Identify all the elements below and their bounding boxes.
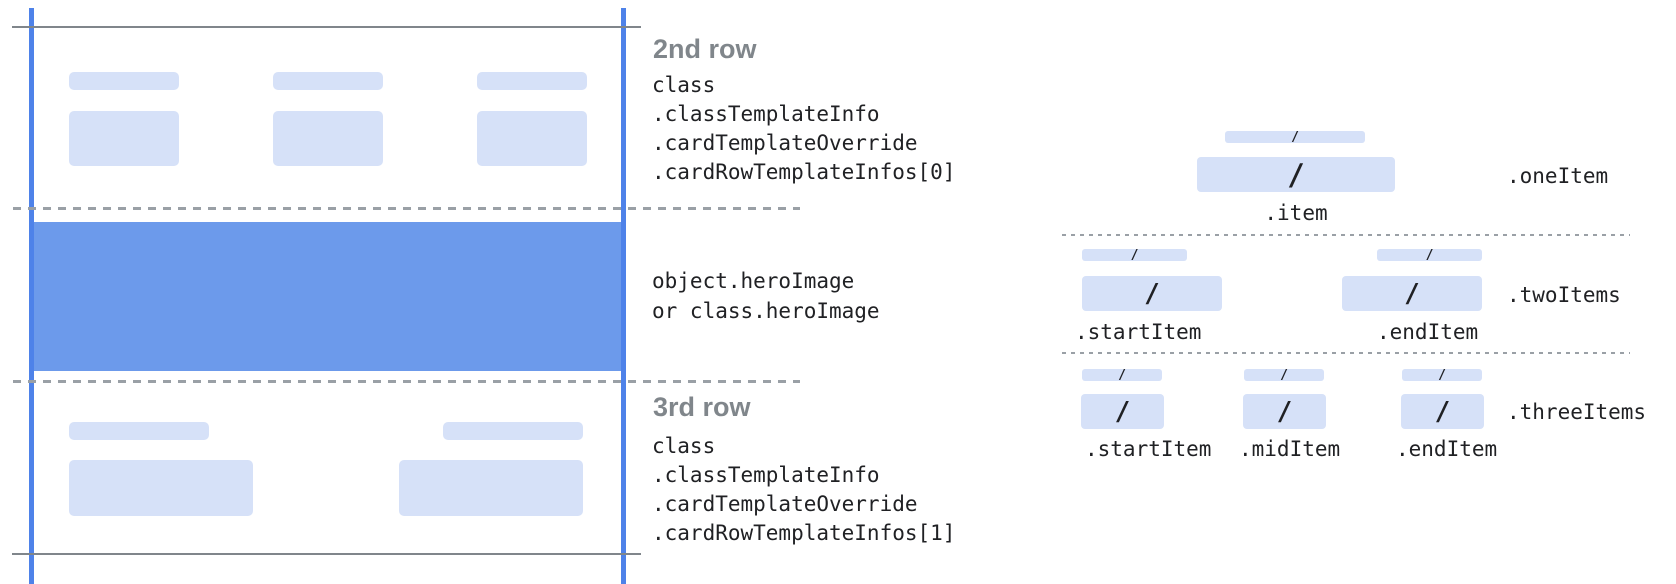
one-item-field-label: .item	[1264, 201, 1328, 225]
slash-glyph: /	[1118, 367, 1126, 383]
row2-col2-value-placeholder	[273, 111, 383, 166]
row3-col2-value-placeholder	[399, 460, 583, 516]
slash-glyph: /	[1425, 247, 1434, 263]
two-items-end-label-bar: /	[1377, 247, 1482, 263]
three-items-start-field-label: .startItem	[1085, 437, 1212, 461]
row2-col1-label-placeholder	[69, 72, 179, 90]
row2-col3-value-placeholder	[477, 111, 587, 166]
row3-col1-label-placeholder	[69, 422, 209, 440]
card-bottom-line	[12, 553, 641, 555]
hero-bottom-dashed-line	[13, 380, 800, 383]
row2-code-block: class .classTemplateInfo .cardTemplateOv…	[652, 71, 955, 187]
hero-code-block: object.heroImage or class.heroImage	[652, 266, 880, 326]
two-items-end-value-bar: /	[1342, 276, 1482, 311]
two-items-start-field-label: .startItem	[1075, 320, 1202, 344]
slash-glyph: /	[1404, 278, 1420, 309]
three-items-start-label-bar: /	[1082, 367, 1162, 383]
slash-glyph: /	[1114, 396, 1131, 427]
three-items-end-field-label: .endItem	[1396, 437, 1498, 461]
row3-code-line: .classTemplateInfo	[652, 463, 880, 487]
hero-code-line: object.heroImage	[652, 269, 855, 293]
row2-code-line: .cardTemplateOverride	[652, 131, 918, 155]
slash-glyph: /	[1130, 247, 1139, 263]
two-items-end-field-label: .endItem	[1377, 320, 1479, 344]
three-items-mid-field-label: .midItem	[1239, 437, 1341, 461]
three-items-mid-value-bar: /	[1243, 394, 1326, 429]
two-items-row-label: .twoItems	[1507, 283, 1621, 307]
slash-glyph: /	[1291, 129, 1299, 145]
row2-col1-value-placeholder	[69, 111, 179, 166]
three-items-row-label: .threeItems	[1507, 400, 1647, 424]
three-items-end-label-bar: /	[1402, 367, 1482, 383]
three-items-mid-label-bar: /	[1244, 367, 1324, 383]
slash-glyph: /	[1144, 278, 1160, 309]
two-items-start-label-bar: /	[1082, 247, 1187, 263]
row2-bottom-dashed-line	[13, 207, 800, 210]
row2-col3-label-placeholder	[477, 72, 587, 90]
one-item-label-bar: /	[1225, 129, 1365, 145]
one-item-row-label: .oneItem	[1507, 164, 1609, 188]
row2-code-line: .cardRowTemplateInfos[0]	[652, 160, 956, 184]
slash-glyph: /	[1434, 396, 1451, 427]
slash-glyph: /	[1438, 367, 1446, 383]
one-item-value-bar: /	[1197, 157, 1395, 192]
two-three-separator-dashed-line	[1062, 352, 1630, 354]
hero-image-band	[34, 222, 621, 371]
two-items-start-value-bar: /	[1082, 276, 1222, 311]
one-two-separator-dashed-line	[1062, 234, 1630, 236]
row3-code-line: class	[652, 434, 716, 458]
row3-col2-label-placeholder	[443, 422, 583, 440]
row3-code-line: .cardTemplateOverride	[652, 492, 918, 516]
row3-heading: 3rd row	[653, 392, 751, 422]
hero-code-line: or class.heroImage	[652, 299, 880, 323]
slash-glyph: /	[1276, 396, 1293, 427]
slash-glyph: /	[1287, 157, 1305, 192]
three-items-start-value-bar: /	[1081, 394, 1164, 429]
row3-code-line: .cardRowTemplateInfos[1]	[652, 521, 956, 545]
row2-code-line: class	[652, 73, 716, 97]
row2-code-line: .classTemplateInfo	[652, 102, 880, 126]
three-items-end-value-bar: /	[1401, 394, 1484, 429]
row3-code-block: class .classTemplateInfo .cardTemplateOv…	[652, 432, 955, 548]
row2-col2-label-placeholder	[273, 72, 383, 90]
card-top-line	[12, 26, 641, 28]
card-left-edge-line	[29, 8, 34, 584]
row2-heading: 2nd row	[653, 34, 757, 64]
slash-glyph: /	[1280, 367, 1288, 383]
card-right-edge-line	[621, 8, 626, 584]
row3-col1-value-placeholder	[69, 460, 253, 516]
